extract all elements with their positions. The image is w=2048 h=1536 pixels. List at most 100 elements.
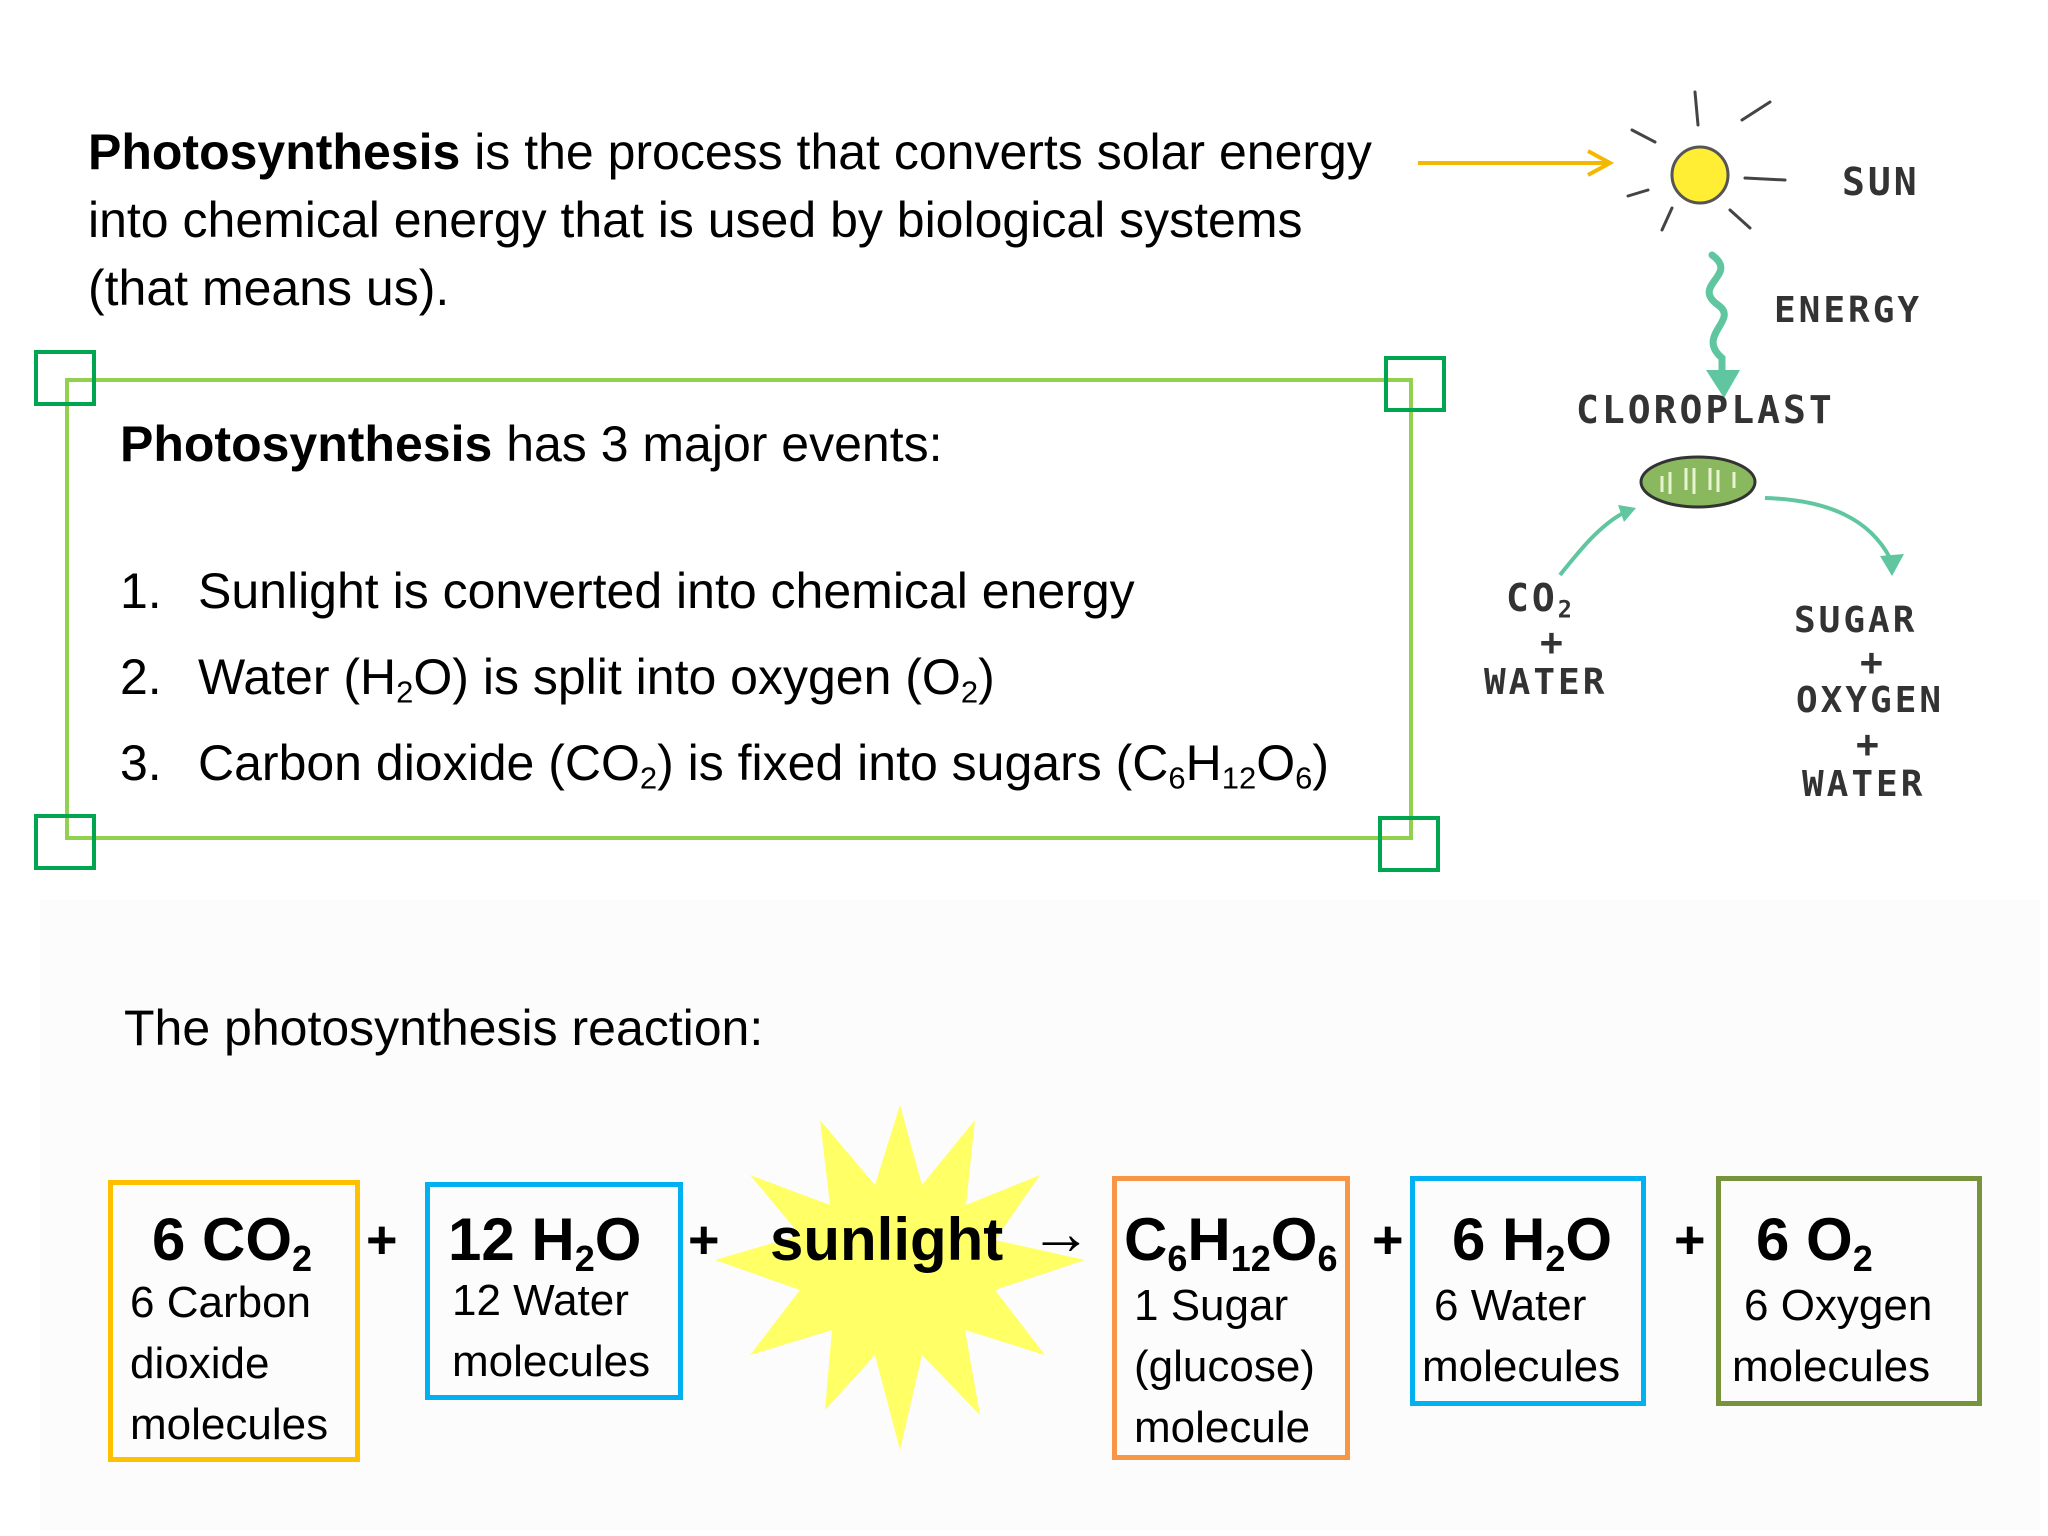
sugar-description: 1 Sugar (glucose) molecule <box>1134 1275 1315 1458</box>
subscript: 6 <box>1295 760 1313 796</box>
sunlight-starburst-icon <box>715 1105 1085 1450</box>
events-title: Photosynthesis has 3 major events: <box>120 412 943 476</box>
diagram-drawing <box>1558 90 1904 577</box>
oxygen-label: OXYGEN <box>1796 680 1945 721</box>
event-text: O <box>1256 735 1296 791</box>
sun-icon <box>1626 90 1787 232</box>
pointer-arrow-icon <box>1418 149 1615 177</box>
oxygen-description: 6 Oxygen molecules <box>1732 1275 1932 1397</box>
water-in-box <box>425 1182 683 1400</box>
oxygen-formula: 6 O2 <box>1756 1205 1873 1276</box>
sunlight-label: sunlight <box>770 1206 1004 1273</box>
event-text: ) <box>1312 735 1330 791</box>
resize-handle-top-right[interactable] <box>1384 356 1446 412</box>
subscript: 2 <box>1545 1237 1566 1279</box>
desc-line: 12 Water <box>452 1276 629 1325</box>
lower-background <box>40 900 2040 1530</box>
plus-operator: + <box>366 1210 398 1270</box>
desc-line: (glucose) <box>1134 1342 1315 1391</box>
sugar-box <box>1112 1176 1350 1460</box>
events-box[interactable] <box>65 378 1413 840</box>
desc-line: molecules <box>452 1337 651 1386</box>
water-in-formula: 12 H2O <box>448 1205 642 1276</box>
intro-term: Photosynthesis <box>88 124 461 180</box>
event-item: 1. Sunlight is converted into chemical e… <box>120 548 1329 634</box>
event-text: Carbon dioxide (CO <box>198 735 640 791</box>
reaction-title: The photosynthesis reaction: <box>124 1000 764 1056</box>
intro-paragraph: Photosynthesis is the process that conve… <box>88 118 1418 322</box>
co2-formula: 6 CO2 <box>152 1205 312 1276</box>
events-list: 1. Sunlight is converted into chemical e… <box>120 548 1329 806</box>
subscript: 2 <box>1557 595 1575 624</box>
chloroplast-label: CLOROPLAST <box>1576 388 1835 432</box>
formula-text: 12 H <box>448 1206 575 1273</box>
event-number: 1. <box>120 563 162 619</box>
subscript: 2 <box>1852 1237 1873 1279</box>
event-text: ) <box>978 649 995 705</box>
event-text: O) is split into oxygen (O <box>413 649 961 705</box>
event-text: H <box>1185 735 1222 791</box>
formula-text: O <box>594 1206 642 1273</box>
plus-operator: + <box>1372 1210 1404 1270</box>
input-arrow-icon <box>1558 505 1636 577</box>
formula-text: H <box>1187 1206 1231 1273</box>
desc-line: 6 Water <box>1434 1281 1587 1330</box>
events-title-term: Photosynthesis <box>120 416 493 472</box>
subscript: 6 <box>1317 1237 1338 1279</box>
event-item: 3. Carbon dioxide (CO2) is fixed into su… <box>120 720 1329 806</box>
intro-line-2: into chemical energy that is used by bio… <box>88 192 1303 248</box>
desc-line: molecules <box>1732 1342 1931 1391</box>
water-out-box <box>1410 1176 1646 1406</box>
desc-line: molecules <box>130 1400 329 1449</box>
intro-line-1: is the process that converts solar energ… <box>460 124 1372 180</box>
resize-handle-top-left[interactable] <box>34 350 96 406</box>
co2-label: CO2 <box>1506 576 1575 621</box>
desc-line: 1 Sugar <box>1134 1281 1289 1330</box>
formula-text: O <box>1270 1206 1318 1273</box>
subscript: 12 <box>1230 1237 1271 1279</box>
formula-text: O <box>1565 1206 1613 1273</box>
formula-text: C <box>1124 1206 1168 1273</box>
sun-label: SUN <box>1842 160 1920 204</box>
event-text: Sunlight is converted into chemical ener… <box>198 563 1135 619</box>
energy-label: ENERGY <box>1774 290 1923 331</box>
plus-operator: + <box>1674 1210 1706 1270</box>
subscript: 6 <box>1167 1237 1188 1279</box>
events-title-rest: has 3 major events: <box>492 416 943 472</box>
water-in-description: 12 Water molecules <box>452 1270 650 1392</box>
event-text: ) is fixed into sugars (C <box>657 735 1169 791</box>
event-text: Water (H <box>198 649 397 705</box>
subscript: 2 <box>574 1237 595 1279</box>
desc-line: 6 Oxygen <box>1744 1281 1933 1330</box>
subscript: 2 <box>396 674 414 710</box>
subscript: 12 <box>1221 760 1257 796</box>
chloroplast-icon <box>1639 455 1757 509</box>
plus-sign: + <box>1860 640 1886 684</box>
water-out-formula: 6 H2O <box>1452 1205 1613 1276</box>
desc-line: molecule <box>1134 1403 1311 1452</box>
co2-text: CO <box>1506 576 1558 620</box>
formula-text: 6 CO <box>152 1206 293 1273</box>
resize-handle-bottom-right[interactable] <box>1378 816 1440 872</box>
co2-description: 6 Carbon dioxide molecules <box>130 1272 328 1455</box>
subscript: 6 <box>1168 760 1186 796</box>
desc-line: molecules <box>1422 1342 1621 1391</box>
subscript: 2 <box>292 1237 313 1279</box>
plus-operator: + <box>688 1210 720 1270</box>
event-item: 2. Water (H2O) is split into oxygen (O2) <box>120 634 1329 720</box>
desc-line: dioxide <box>130 1339 270 1388</box>
subscript: 2 <box>639 760 658 796</box>
plus-sign: + <box>1540 620 1566 664</box>
event-number: 3. <box>120 735 162 791</box>
plus-sign: + <box>1856 722 1882 766</box>
energy-arrow-icon <box>1705 251 1740 398</box>
resize-handle-bottom-left[interactable] <box>34 814 96 870</box>
photosynthesis-diagram: SUN ENERGY CLOROPLAST CO2 + WATER SUGAR … <box>1440 80 2000 860</box>
co2-box <box>108 1180 360 1462</box>
intro-line-3: (that means us). <box>88 260 450 316</box>
event-number: 2. <box>120 649 162 705</box>
water-out-label: WATER <box>1802 764 1926 805</box>
sugar-label: SUGAR <box>1794 600 1918 641</box>
sugar-formula: C6H12O6 <box>1124 1205 1337 1276</box>
desc-line: 6 Carbon <box>130 1278 312 1327</box>
